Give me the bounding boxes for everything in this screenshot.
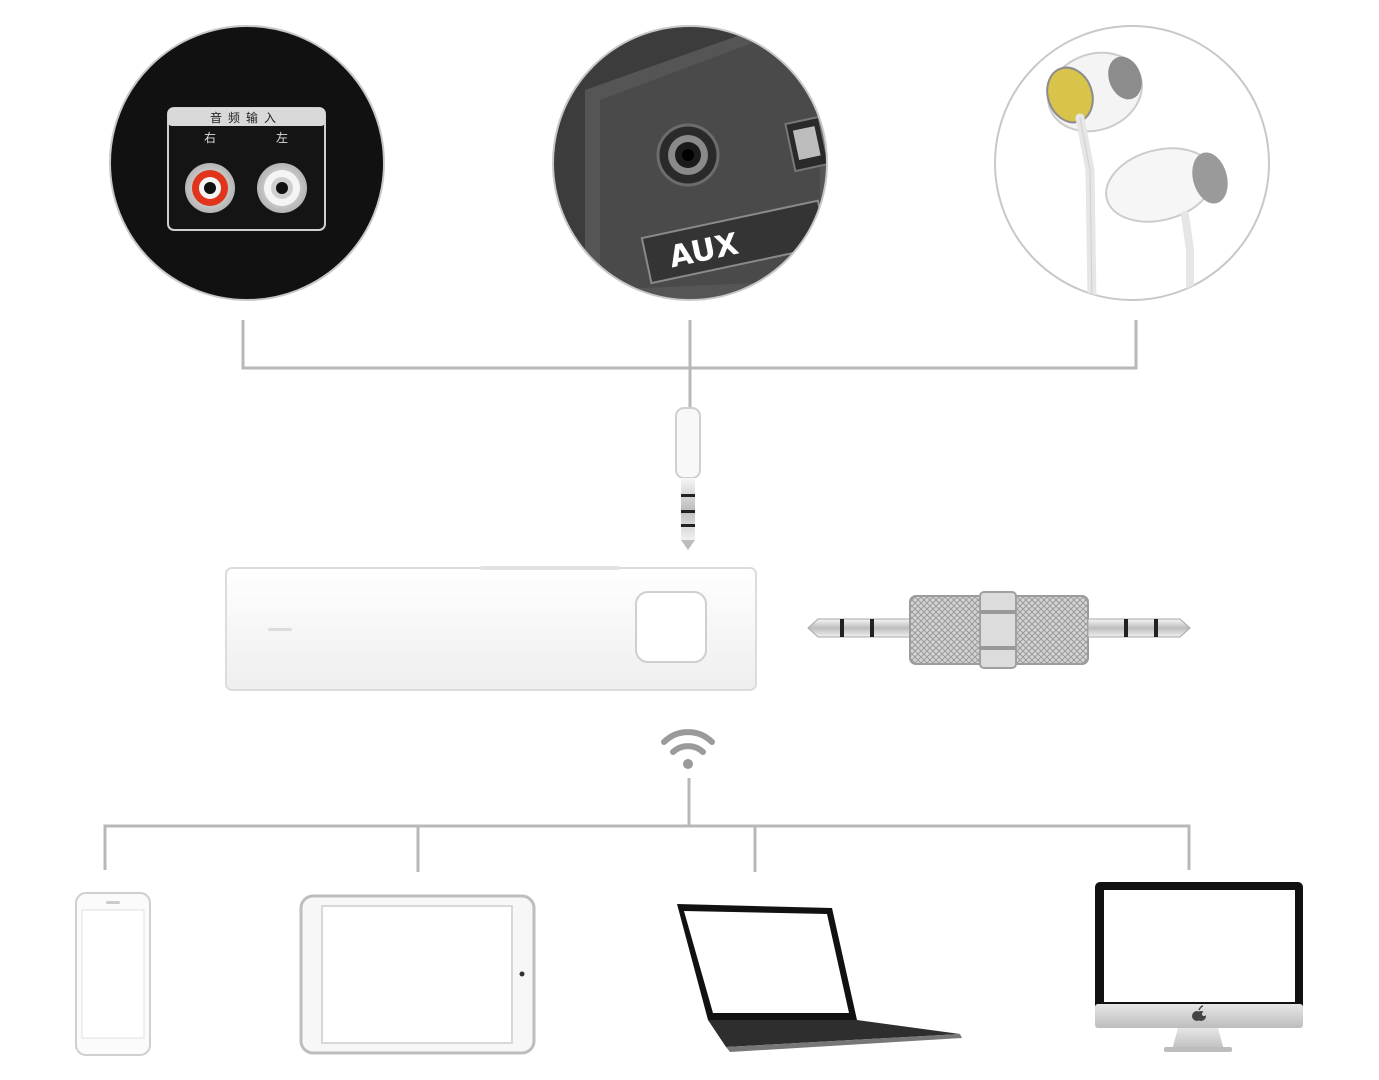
rca-white-jack-icon [257,163,307,213]
rca-right-label: 右 [204,130,216,145]
rca-red-jack-icon [185,163,235,213]
apple-logo-icon [1192,1005,1206,1021]
desktop-monitor-icon [1095,882,1303,1052]
tablet-icon [299,894,536,1055]
aux-label-plate: AUX [640,199,827,285]
device-power-button [635,591,707,663]
aux-input-circle: AUX [552,25,828,301]
device-indicator-slot [268,628,292,631]
wireless-signal-icon [661,729,715,769]
rca-left-label: 左 [276,130,288,145]
smartphone-icon [75,892,151,1056]
bluetooth-adapter-device [225,566,757,691]
laptop-icon [677,904,962,1052]
audio-plug-cable-icon [675,407,701,550]
rca-panel-plate [167,107,326,231]
jack-coupler-adapter-icon [807,591,1191,669]
top-connector-lines [241,320,1138,410]
earphones-circle [994,25,1270,301]
rca-input-circle: 音频输入 右 左 [109,25,385,301]
bottom-connector-lines [103,778,1191,872]
earphones-icon [1046,51,1228,300]
rca-panel-title-bar [168,108,325,126]
rca-panel-title: 音频输入 [210,110,282,125]
aux-jack-icon [656,123,720,187]
